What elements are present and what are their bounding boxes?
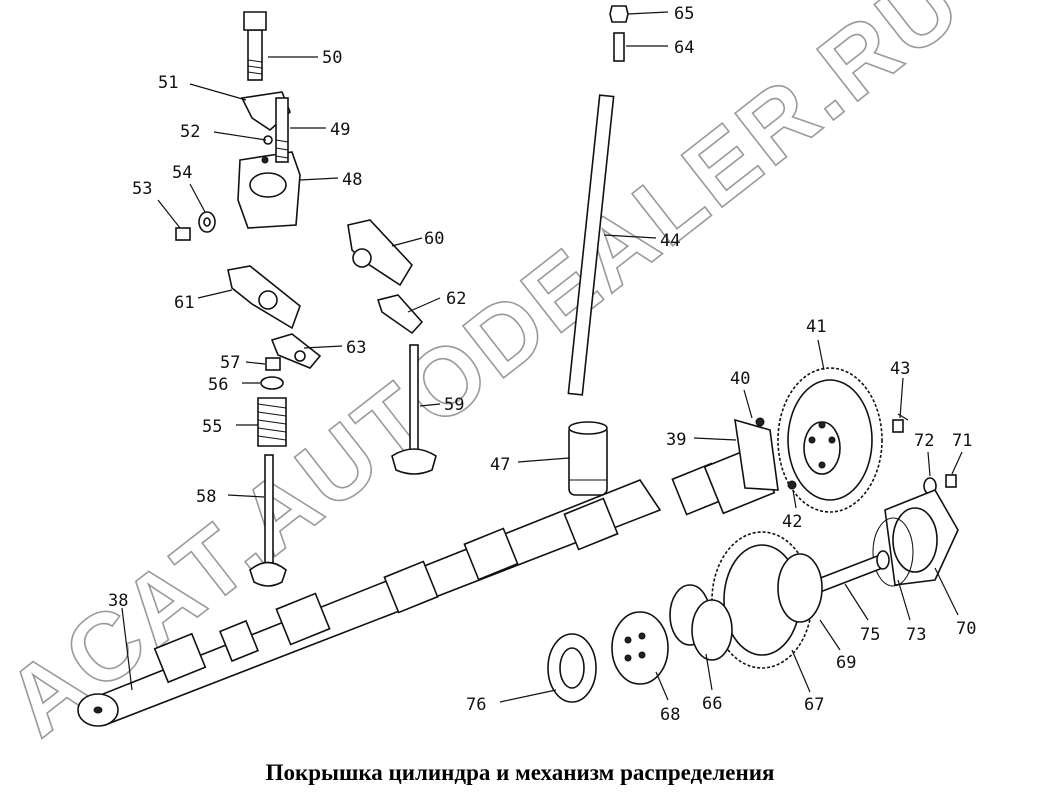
callout-52: 52 xyxy=(180,122,200,142)
callout-57: 57 xyxy=(220,353,240,373)
callout-59: 59 xyxy=(444,395,464,415)
callout-72: 72 xyxy=(914,431,934,451)
callout-56: 56 xyxy=(208,375,228,395)
tappet xyxy=(568,421,608,496)
valve-spring xyxy=(257,397,287,447)
callout-71: 71 xyxy=(952,431,972,451)
thrust-plate xyxy=(734,417,797,491)
screw-53 xyxy=(175,227,191,241)
callout-55: 55 xyxy=(202,417,222,437)
camshaft-gear xyxy=(777,367,883,513)
callout-58: 58 xyxy=(196,487,216,507)
valve-cap xyxy=(265,357,281,371)
clamp-51 xyxy=(240,91,291,163)
callout-42: 42 xyxy=(782,512,802,532)
callout-49: 49 xyxy=(330,120,350,140)
callout-60: 60 xyxy=(424,229,444,249)
callout-54: 54 xyxy=(172,163,192,183)
adjusting-screw xyxy=(609,5,629,62)
valve-58 xyxy=(249,454,287,587)
callout-65: 65 xyxy=(674,4,694,24)
washer-54 xyxy=(198,211,216,233)
callout-68: 68 xyxy=(660,705,680,725)
callout-69: 69 xyxy=(836,653,856,673)
pushrod xyxy=(567,94,615,396)
callout-76: 76 xyxy=(466,695,486,715)
callout-40: 40 xyxy=(730,369,750,389)
callout-63: 63 xyxy=(346,338,366,358)
leader-lines xyxy=(121,11,963,703)
callout-61: 61 xyxy=(174,293,194,313)
rocker-arm-62 xyxy=(376,294,424,335)
callout-75: 75 xyxy=(860,625,880,645)
callout-39: 39 xyxy=(666,430,686,450)
bushing-66 xyxy=(669,584,733,661)
callout-48: 48 xyxy=(342,170,362,190)
spring-seat xyxy=(260,376,284,390)
exploded-view-diagram: ACAT.AUTODEALER.RU xyxy=(0,0,982,757)
callout-73: 73 xyxy=(906,625,926,645)
callout-44: 44 xyxy=(660,231,680,251)
callout-62: 62 xyxy=(446,289,466,309)
diagram-caption: Покрышка цилиндра и механизм распределен… xyxy=(265,760,775,785)
callout-38: 38 xyxy=(108,591,128,611)
washer-72-bolt-71 xyxy=(923,474,957,495)
callout-64: 64 xyxy=(674,38,694,58)
valve-59 xyxy=(391,344,437,475)
camshaft xyxy=(77,445,776,727)
callout-labels: 50 51 49 52 48 53 54 60 61 62 63 57 56 5… xyxy=(108,4,976,725)
callout-41: 41 xyxy=(806,317,826,337)
washer-76 xyxy=(547,633,597,703)
rocker-arm-60 xyxy=(347,219,413,287)
callout-66: 66 xyxy=(702,694,722,714)
bolt-50 xyxy=(243,11,267,81)
cover-plate xyxy=(872,488,959,587)
callout-70: 70 xyxy=(956,619,976,639)
rocker-arm-61 xyxy=(227,265,301,330)
callout-53: 53 xyxy=(132,179,152,199)
callout-43: 43 xyxy=(890,359,910,379)
idler-gear xyxy=(711,531,823,669)
plate-68 xyxy=(611,611,669,685)
callout-51: 51 xyxy=(158,73,178,93)
callout-67: 67 xyxy=(804,695,824,715)
callout-47: 47 xyxy=(490,455,510,475)
rocker-arm-63 xyxy=(270,333,322,369)
rocker-bracket xyxy=(237,151,301,229)
callout-50: 50 xyxy=(322,48,342,68)
